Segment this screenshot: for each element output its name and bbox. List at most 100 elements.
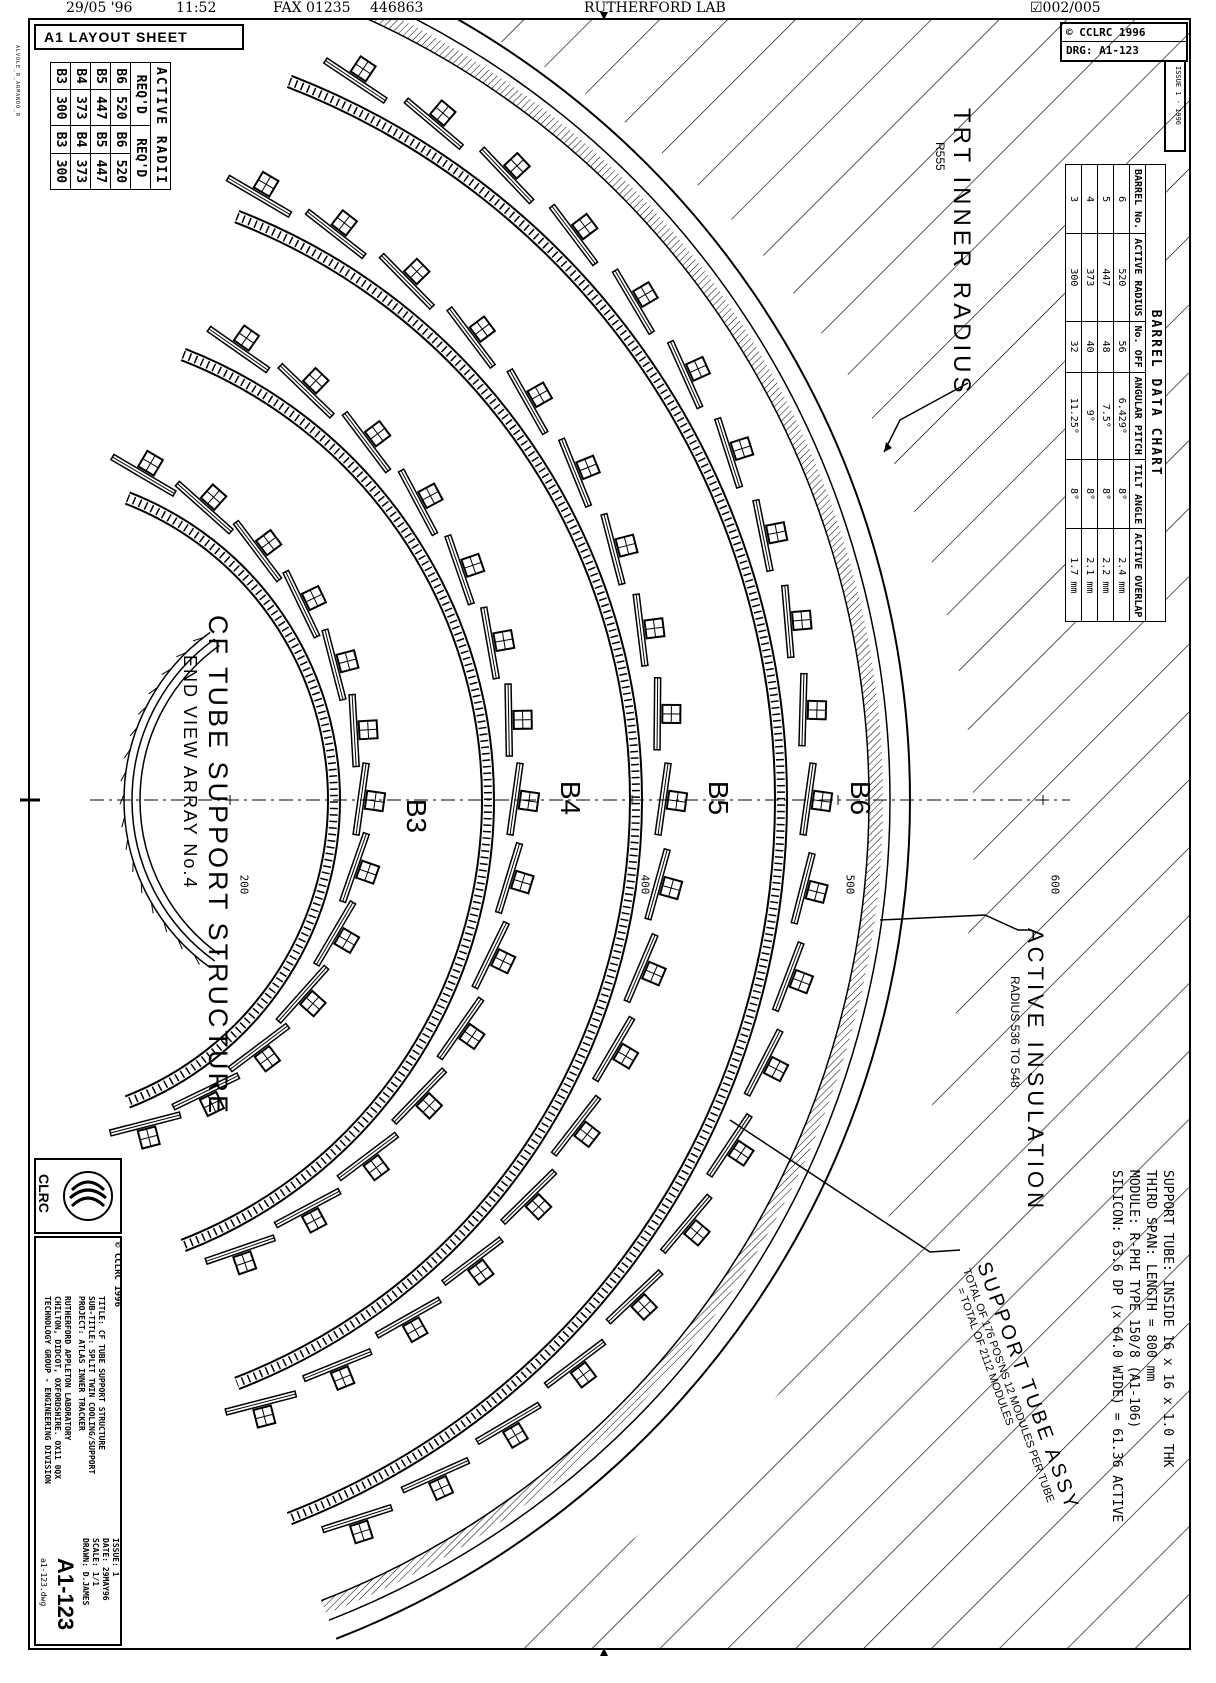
module [557,437,602,509]
module [275,964,330,1025]
part-view-tick [129,728,137,737]
part-view-tick [123,749,131,759]
insulation-inner-arc [320,20,870,1602]
module-centre-line [449,308,494,367]
part-view-tick [176,652,186,658]
module-centre-line [802,763,814,835]
barrel-ring [286,55,834,1545]
module-block-divider [577,1367,590,1383]
module-block-divider [422,1099,437,1113]
module-centre-line [717,418,741,488]
module-centre-line [656,677,659,750]
module-block-divider [617,542,636,549]
module-centre-line [443,1239,502,1284]
module [320,1503,394,1545]
fax-time: 11:52 [176,0,217,16]
module-block-divider [792,977,810,986]
module-centre-line [393,1069,445,1123]
module-block-divider [689,364,707,373]
module-block-divider [437,1479,446,1497]
module-centre-line [205,1237,275,1262]
module [654,762,689,836]
module-centre-line [626,934,656,1002]
module [790,851,829,925]
module [445,305,497,370]
module-centre-line [553,1097,599,1155]
module-centre-line [285,571,318,637]
module-block-divider [261,176,272,193]
logo-text: CLRC [36,1174,52,1213]
module-centre-line [307,211,365,257]
module-centre-line [338,1134,397,1179]
active-insulation-label: ACTIVE INSULATION RADIUS 536 TO 548 [1008,928,1048,1212]
module [506,367,554,436]
main-title-block: CF TUBE SUPPORT STRUCTURE END VIEW ARRAY… [179,615,233,1116]
module [273,1187,342,1234]
module-strip [338,831,371,904]
module-centre-line [402,1460,469,1491]
module [504,683,533,757]
part-view-arc [119,631,220,969]
module-centre-line [784,585,792,658]
module-block-divider [261,1407,268,1426]
module-centre-line [439,998,482,1059]
module [798,672,828,747]
module [478,146,535,205]
module [743,1028,790,1098]
module [632,593,666,667]
module-block-divider [662,885,680,891]
top-center-arrow [600,12,608,20]
part-view-tick [177,939,183,950]
tb-org1: RUTHERFORD APPLETON LABORATORY [63,1296,72,1441]
tb-project: PROJECT: ATLAS INNER TRACKER [77,1296,86,1431]
module-centre-line [509,763,521,835]
module-centre-line [405,100,462,148]
module-block-divider [579,463,597,472]
tb-number: A1-123 [53,1558,78,1631]
module-centre-line [551,205,596,265]
module [400,1456,471,1502]
trt-arrowhead [884,442,892,452]
layout-sheet-label: A1 LAYOUT SHEET [34,24,244,50]
module [224,1390,298,1429]
tb-title: TITLE: CF TUBE SUPPORT STRUCTURE [97,1296,106,1451]
outer-hatch-region [320,20,1189,1648]
part-view-tick [194,955,200,965]
module-block-divider [464,561,482,569]
module [336,1131,400,1182]
module [171,1072,241,1118]
part-view-line [123,631,211,969]
module-centre-line [400,470,436,535]
fax-page: ☑002/005 [1030,0,1101,16]
module-strip [108,1111,182,1137]
module [605,1268,664,1325]
module [494,841,535,915]
module [440,1235,505,1287]
fax-number: 446863 [370,0,424,16]
tb-org2: CHILTON, DIDCOT, OXFORDSHIRE. OX11 0QX [53,1296,62,1480]
tb-org3: TECHNOLOGY GROUP - ENGINEERING DIVISION [43,1296,52,1484]
module [277,362,336,420]
module [403,97,465,151]
module [348,693,379,768]
module-block-divider [370,1160,383,1176]
fax-header: 29/05 '96 11:52 FAX 01235 446863 RUTHERF… [0,0,1216,18]
module-block-divider [338,215,351,231]
module-strip [445,305,497,370]
module-block-divider [357,61,369,77]
part-view-line [131,638,216,962]
module [713,416,755,490]
part-view-tick [121,817,125,828]
module [227,1022,291,1073]
module-strip [109,453,178,498]
ring-ladder [287,77,785,1523]
module [474,1401,542,1450]
module-centre-line [208,328,269,371]
module [771,940,815,1013]
module-centre-line [497,843,521,913]
module-block-divider [617,1051,634,1062]
module-block-divider [733,445,751,452]
module-centre-line [474,922,507,988]
